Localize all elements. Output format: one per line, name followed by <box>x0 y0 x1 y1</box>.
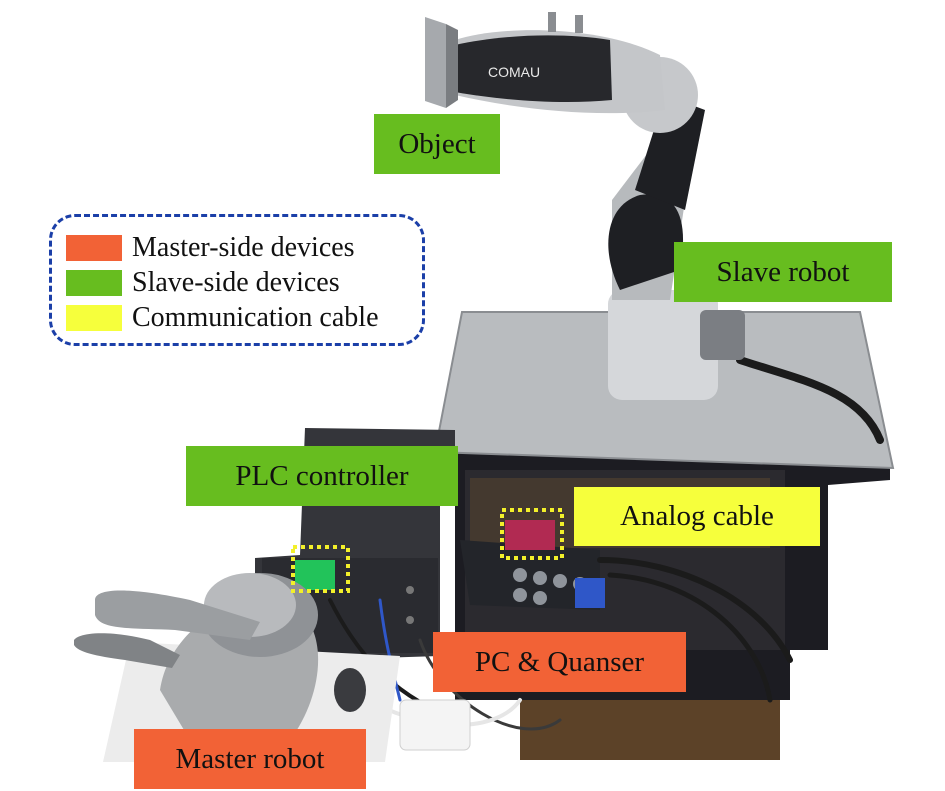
label-plc-controller: PLC controller <box>186 446 458 506</box>
legend-item-cable: Communication cable <box>66 302 379 333</box>
slave-robot-arm: COMAU <box>455 12 745 400</box>
legend-swatch-slave <box>66 270 122 296</box>
legend-item-master: Master-side devices <box>66 232 355 263</box>
cable-highlight-quanser <box>500 508 564 560</box>
legend-swatch-cable <box>66 305 122 331</box>
label-slave-robot: Slave robot <box>674 242 892 302</box>
legend-item-slave: Slave-side devices <box>66 267 340 298</box>
legend-swatch-master <box>66 235 122 261</box>
comau-logo-text: COMAU <box>488 64 540 80</box>
cable-highlight-plc <box>291 545 350 593</box>
label-analog-cable: Analog cable <box>574 487 820 546</box>
legend-label-cable: Communication cable <box>132 302 379 333</box>
legend-label-slave: Slave-side devices <box>132 267 340 298</box>
label-pc-quanser: PC & Quanser <box>433 632 686 692</box>
legend: Master-side devices Slave-side devices C… <box>49 214 425 346</box>
label-object: Object <box>374 114 500 174</box>
quanser-board <box>460 520 605 610</box>
legend-label-master: Master-side devices <box>132 232 355 263</box>
label-master-robot: Master robot <box>134 729 366 789</box>
gripped-object <box>425 17 458 108</box>
